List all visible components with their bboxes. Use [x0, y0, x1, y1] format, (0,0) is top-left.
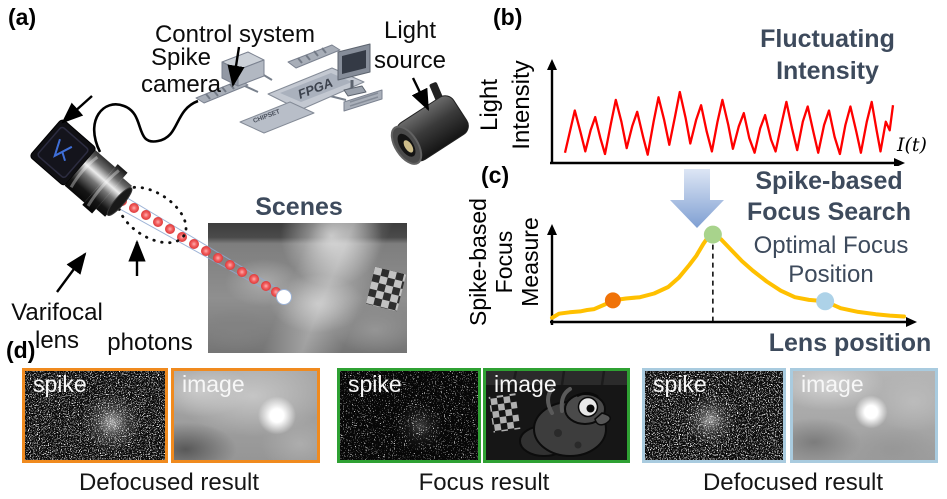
focus-search-chart	[547, 169, 917, 327]
panel-a-label: (a)	[8, 4, 37, 30]
image-tile-focus: image	[483, 368, 630, 463]
camera-cable	[93, 99, 199, 153]
image-tile-defocused-left: image	[171, 368, 320, 463]
varifocal-lens-label: Varifocal lens	[11, 299, 103, 354]
light-source-illustration	[390, 82, 469, 165]
light-source-label: Light source	[373, 17, 447, 74]
focus-marker-defocused-left	[604, 292, 621, 309]
defocused-right-caption: Defocused result	[702, 469, 884, 496]
panel-b-label: (b)	[493, 4, 523, 30]
control-system-label: Control system	[154, 21, 316, 48]
panel-a-artwork: FPGA CHIPSET	[30, 43, 469, 305]
spike-camera-arrow	[61, 95, 93, 124]
panel-d-label: (d)	[6, 337, 36, 363]
scene-image	[208, 223, 407, 353]
spike-camera-illustration	[30, 119, 133, 217]
ram-bank-top	[287, 44, 341, 69]
focus-caption: Focus result	[418, 469, 550, 496]
photon-dots	[117, 196, 281, 297]
camera-logo	[53, 138, 73, 162]
photon-beam	[116, 185, 292, 305]
annotation-arrows	[56, 46, 430, 293]
fluctuating-intensity-chart	[547, 59, 905, 166]
focus-marker-defocused-right	[816, 292, 835, 311]
control-system-arrow	[227, 46, 245, 88]
keyboard	[343, 89, 383, 112]
image-tile-label: image	[182, 371, 245, 397]
spike-tile-label: spike	[348, 371, 402, 397]
focal-point-ball	[276, 289, 292, 305]
spike-tile-label: spike	[33, 371, 87, 397]
defocused-left-caption: Defocused result	[78, 469, 260, 496]
control-system-illustration: FPGA CHIPSET	[195, 43, 383, 134]
spike-camera-label: Spike camera	[140, 44, 222, 98]
varifocal-lens-arrow	[56, 252, 87, 293]
image-tile-label: image	[494, 371, 557, 397]
monitor	[337, 43, 371, 97]
scenes-label: Scenes	[255, 193, 343, 221]
image-tile-label: image	[801, 371, 864, 397]
focus-marker-optimal-focus	[703, 225, 722, 244]
photons-label: photons	[107, 329, 193, 356]
spike-tile-focus: spike	[337, 368, 481, 463]
image-tile-defocused-right: image	[790, 368, 938, 463]
flow-arrow-down	[670, 169, 724, 228]
intensity-waveform	[563, 90, 895, 156]
focus-markers	[604, 225, 835, 311]
panel-b-title: Fluctuating Intensity	[760, 25, 895, 85]
light-source-arrow	[411, 77, 430, 111]
spike-tile-defocused-right: spike	[642, 368, 786, 463]
focused-cartoon-image	[486, 371, 627, 460]
panel-c-label: (c)	[481, 162, 510, 188]
spike-tile-label: spike	[653, 371, 707, 397]
optimal-focus-annotation: Optimal Focus Position	[753, 232, 909, 288]
intensity-signal-label: I(t)	[897, 134, 927, 156]
spike-tile-defocused-left: spike	[22, 368, 168, 463]
panel-c-xlabel: Lens position	[768, 329, 932, 357]
panel-c-title: Spike-based Focus Search	[747, 167, 911, 226]
